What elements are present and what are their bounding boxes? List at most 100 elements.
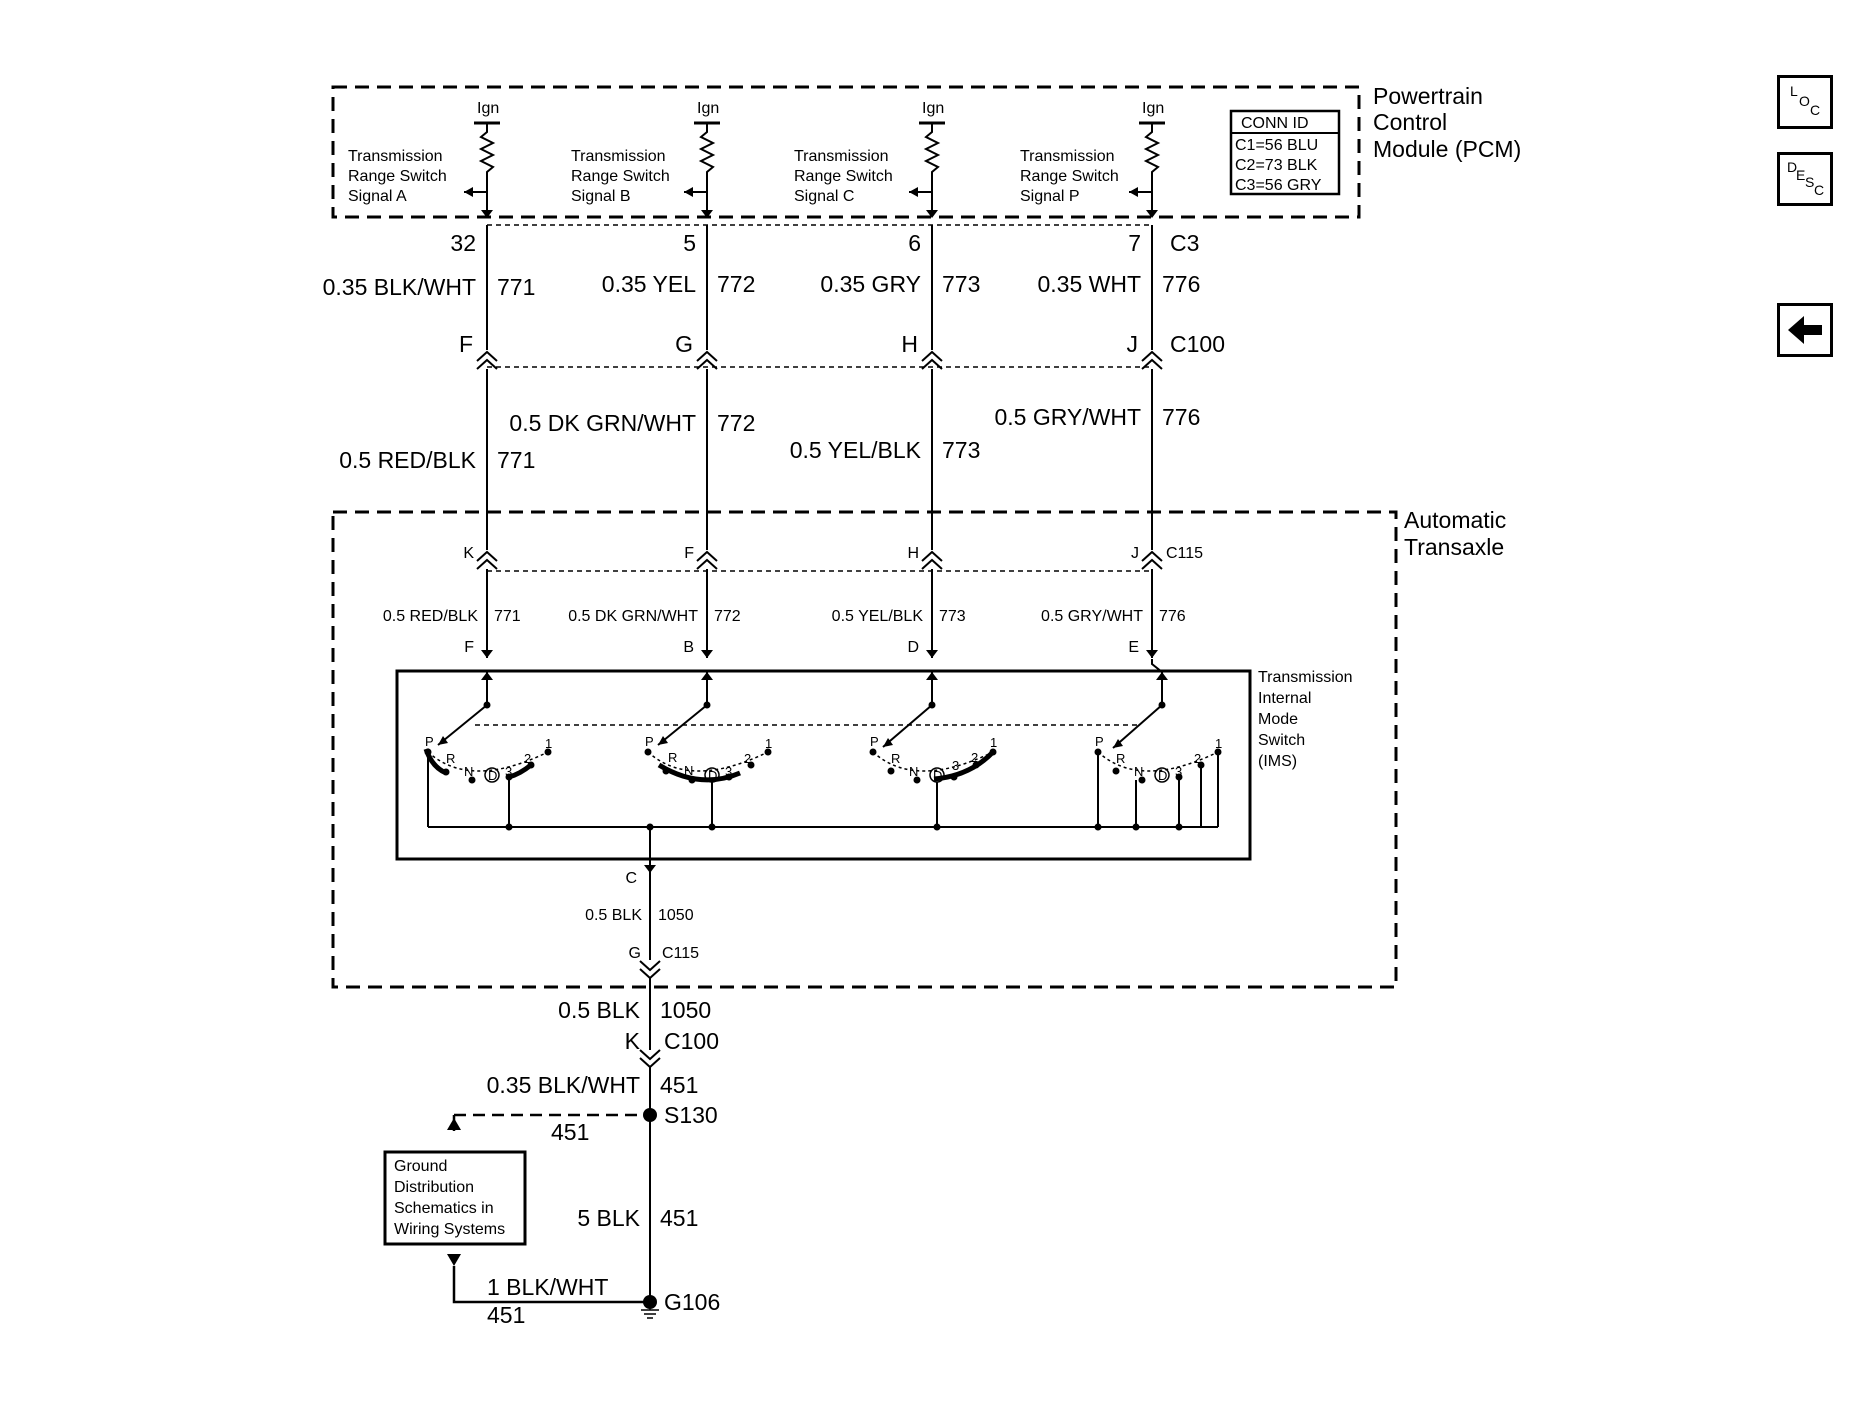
signal-c-line-3: Signal C <box>794 188 854 205</box>
wire-772-upper-label: 0.35 YEL <box>602 271 696 297</box>
desc-letter-e: E <box>1796 167 1806 183</box>
c115-pin-j: J <box>1131 545 1139 562</box>
wire-771-mid-circuit: 771 <box>497 447 535 473</box>
internal-mode-switch: Transmission Internal Mode Switch (IMS) <box>395 659 1353 861</box>
conn-id-table: CONN ID C1=56 BLU C2=73 BLK C3=56 GRY <box>1229 109 1341 196</box>
sw1-pos-r: R <box>446 751 455 766</box>
sw4-pos-n: N <box>1134 764 1143 779</box>
ground-distribution-box[interactable]: Ground Distribution Schematics in Wiring… <box>383 1150 527 1246</box>
automatic-transaxle: Automatic Transaxle K F H J C115 0.5 RED… <box>331 507 1506 989</box>
pull-up-resistor-p <box>1143 123 1161 210</box>
signal-b-line-3: Signal B <box>571 188 631 205</box>
switch-pin-b: B <box>683 639 694 656</box>
wire-451-main-circuit: 451 <box>660 1205 698 1231</box>
left-arrow-icon <box>1788 316 1822 344</box>
signal-c-line-2: Range Switch <box>794 168 893 185</box>
conn-id-c2: C2=73 BLK <box>1235 157 1318 174</box>
pcm-name-line-1: Powertrain <box>1373 83 1483 109</box>
wire-451-ground-return <box>452 1266 650 1304</box>
signal-a-line-1: Transmission <box>348 148 443 165</box>
c3-label: C3 <box>1170 230 1199 256</box>
sw2-pos-1: 1 <box>765 736 772 751</box>
desc-letter-s: S <box>1805 174 1815 190</box>
transaxle-name-line-2: Transaxle <box>1404 534 1504 560</box>
wire-773-mid-circuit: 773 <box>942 437 980 463</box>
tx-wire-776-label: 0.5 GRY/WHT <box>1041 608 1143 625</box>
ims-line-4: Switch <box>1258 732 1305 749</box>
ims-line-3: Mode <box>1258 711 1298 728</box>
tx-wire-772-label: 0.5 DK GRN/WHT <box>568 608 698 625</box>
wire-773-upper-label: 0.35 GRY <box>820 271 921 297</box>
c115-pin-k: K <box>463 545 474 562</box>
wire-772-mid-circuit: 772 <box>717 410 755 436</box>
c100-pin-g: G <box>675 331 693 357</box>
wire-451-lower-circuit: 451 <box>487 1302 525 1328</box>
signal-p-line-3: Signal P <box>1020 188 1080 205</box>
wire-776-mid-circuit: 776 <box>1162 404 1200 430</box>
wire-451-main-label: 5 BLK <box>577 1205 640 1231</box>
c100-pin-j: J <box>1127 331 1139 357</box>
branch-circuit-451: 451 <box>551 1119 589 1145</box>
wire-1050-circuit: 1050 <box>660 997 711 1023</box>
wire-451-upper-label: 0.35 BLK/WHT <box>487 1072 640 1098</box>
gd-line-4: Wiring Systems <box>394 1221 505 1238</box>
wire-772-mid-label: 0.5 DK GRN/WHT <box>509 410 696 436</box>
c100-pin-h: H <box>901 331 918 357</box>
tx-wire-776-circuit: 776 <box>1159 608 1186 625</box>
ign-label-c: Ign <box>922 100 944 117</box>
switch-pin-d: D <box>907 639 919 656</box>
sw3-pos-p: P <box>870 734 879 749</box>
c100-pin-f: F <box>459 331 473 357</box>
loc-letter-o: O <box>1799 93 1810 109</box>
wire-771-mid-label: 0.5 RED/BLK <box>339 447 476 473</box>
sw2-pos-d: D <box>708 768 717 783</box>
sw1-pos-d: D <box>488 768 497 783</box>
tx-wire-1050-circuit: 1050 <box>658 907 694 924</box>
conn-id-c1: C1=56 BLU <box>1235 137 1318 154</box>
desc-letter-c: C <box>1814 182 1825 198</box>
transaxle-ground-wire: C 0.5 BLK 1050 G C115 <box>585 827 699 980</box>
sw2-pos-2: 2 <box>744 751 751 766</box>
signal-a-line-3: Signal A <box>348 188 407 205</box>
pcm-pin-32: 32 <box>450 230 476 256</box>
back-button[interactable] <box>1777 303 1833 357</box>
switch-pin-e: E <box>1128 639 1139 656</box>
transaxle-wires: 0.5 RED/BLK 771 0.5 DK GRN/WHT 772 0.5 Y… <box>383 569 1186 658</box>
pcm-channel-p: Ign Transmission Range Switch Signal P <box>1020 100 1165 218</box>
desc-button[interactable]: D E S C <box>1777 152 1833 206</box>
sw1-pos-2: 2 <box>524 751 531 766</box>
wire-771-upper-circuit: 771 <box>497 274 535 300</box>
loc-button[interactable]: L O C <box>1777 75 1833 129</box>
pull-up-resistor-c <box>923 123 941 210</box>
switch-pin-f: F <box>464 639 474 656</box>
gd-line-1: Ground <box>394 1158 447 1175</box>
sw2-pos-p: P <box>645 734 654 749</box>
wire-451-lower-label: 1 BLK/WHT <box>487 1274 608 1300</box>
sw3-pos-n: N <box>909 764 918 779</box>
conn-id-header: CONN ID <box>1241 115 1309 132</box>
ims-line-1: Transmission <box>1258 669 1353 686</box>
sw4-pos-p: P <box>1095 734 1104 749</box>
pcm-name-line-2: Control <box>1373 109 1447 135</box>
pull-up-resistor-b <box>698 123 716 210</box>
wire-1050-label: 0.5 BLK <box>558 997 640 1023</box>
sw3-pos-2: 2 <box>971 750 978 765</box>
sw4-pos-2: 2 <box>1194 751 1201 766</box>
wire-451-upper-circuit: 451 <box>660 1072 698 1098</box>
wires-upper: 0.35 BLK/WHT 771 0.35 YEL 772 0.35 GRY 7… <box>323 225 1200 350</box>
tx-wire-773-circuit: 773 <box>939 608 966 625</box>
splice-s130-label: S130 <box>664 1102 718 1128</box>
pcm-pin-5: 5 <box>683 230 696 256</box>
sw4-pos-d: D <box>1158 768 1167 783</box>
ign-label-b: Ign <box>697 100 719 117</box>
wire-773-upper-circuit: 773 <box>942 271 980 297</box>
gd-line-2: Distribution <box>394 1179 474 1196</box>
sw3-pos-1: 1 <box>990 735 997 750</box>
sw2-pos-r: R <box>668 750 677 765</box>
ims-ground-pin: C <box>625 870 637 887</box>
c100-connector: F G H J C100 <box>459 331 1225 370</box>
tx-wire-771-label: 0.5 RED/BLK <box>383 608 478 625</box>
loc-letter-c: C <box>1810 102 1821 118</box>
ims-line-2: Internal <box>1258 690 1311 707</box>
